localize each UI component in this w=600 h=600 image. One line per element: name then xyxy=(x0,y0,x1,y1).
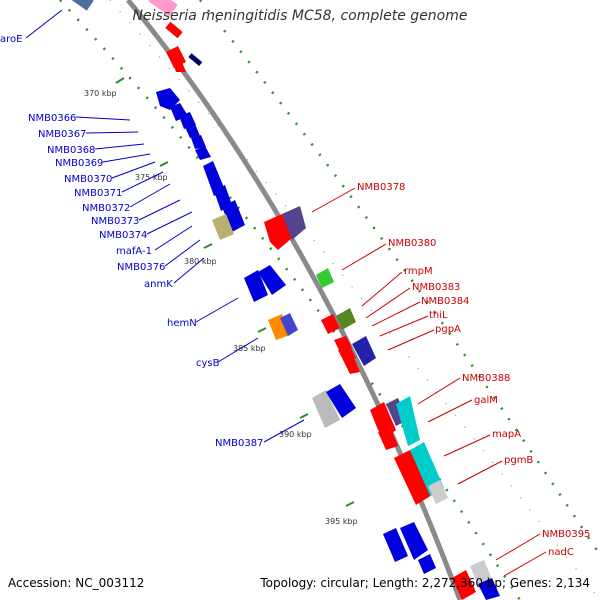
map-title: Neisseria meningitidis MC58, complete ge… xyxy=(132,8,468,24)
gene-label-nmb0395[interactable]: NMB0395 xyxy=(542,529,590,540)
gene-label-nmb0373[interactable]: NMB0373 xyxy=(91,216,139,227)
gene-label-nmb0378[interactable]: NMB0378 xyxy=(357,182,405,193)
gene-label-thiL[interactable]: thiL xyxy=(429,310,448,321)
gene-label-nmb0387[interactable]: NMB0387 xyxy=(215,438,263,449)
gene-feature[interactable] xyxy=(378,426,398,450)
tick-label: 395 kbp xyxy=(325,517,358,526)
scale-ticks: 370 kbp 375 kbp 380 kbp 385 kbp 390 kbp … xyxy=(84,77,358,526)
tick-mark xyxy=(203,243,213,249)
gene-label-aroE[interactable]: aroE xyxy=(0,34,22,45)
gene-feature[interactable] xyxy=(336,308,356,330)
gene-feature[interactable] xyxy=(268,314,290,340)
forward-labels xyxy=(311,187,547,577)
tick-mark xyxy=(345,501,355,507)
gene-feature[interactable] xyxy=(282,206,306,240)
gene-label-nmb0374[interactable]: NMB0374 xyxy=(99,230,147,241)
gene-feature[interactable] xyxy=(394,450,432,505)
gene-label-hemN[interactable]: hemN xyxy=(167,318,197,329)
gene-feature[interactable] xyxy=(418,554,436,574)
gene-label-nmb0376[interactable]: NMB0376 xyxy=(117,262,165,273)
gene-feature[interactable] xyxy=(400,522,428,560)
gene-feature[interactable] xyxy=(174,62,186,72)
gene-label-anmK[interactable]: anmK xyxy=(144,279,173,290)
gene-feature[interactable] xyxy=(258,265,286,295)
reverse-label-texts: aroE NMB0366 NMB0367 NMB0368 NMB0369 NMB… xyxy=(0,34,263,449)
gene-feature[interactable] xyxy=(280,313,298,336)
forward-strand-features xyxy=(148,0,500,600)
accession-text: Accession: NC_003112 xyxy=(8,576,145,590)
gene-label-nadC[interactable]: nadC xyxy=(548,547,574,558)
gene-label-nmb0384[interactable]: NMB0384 xyxy=(421,296,469,307)
inner-dotted-track xyxy=(109,0,600,600)
forward-dotted-track xyxy=(199,0,600,556)
gene-feature[interactable] xyxy=(185,124,200,138)
genome-backbone xyxy=(126,0,463,600)
gene-label-rmpM[interactable]: rmpM xyxy=(404,266,433,277)
gene-label-nmb0367[interactable]: NMB0367 xyxy=(38,129,86,140)
gene-feature[interactable] xyxy=(212,214,234,240)
gene-label-nmb0380[interactable]: NMB0380 xyxy=(388,238,436,249)
gene-feature[interactable] xyxy=(70,0,94,11)
gene-label-pgpA[interactable]: pgpA xyxy=(435,324,461,335)
gene-feature[interactable] xyxy=(338,346,356,362)
outer-dotted-track xyxy=(59,0,522,600)
tick-mark xyxy=(159,161,169,167)
gene-label-nmb0366[interactable]: NMB0366 xyxy=(28,113,76,124)
tick-mark xyxy=(299,413,309,419)
gene-feature[interactable] xyxy=(344,358,360,374)
gene-feature[interactable] xyxy=(321,314,340,334)
gene-label-galM[interactable]: galM xyxy=(474,395,498,406)
gene-feature[interactable] xyxy=(383,528,408,562)
reverse-strand-features xyxy=(70,0,436,574)
gene-feature[interactable] xyxy=(244,270,268,302)
gene-label-mapA[interactable]: mapA xyxy=(492,429,521,440)
gene-feature[interactable] xyxy=(478,578,500,600)
gene-feature[interactable] xyxy=(352,336,376,366)
gene-feature[interactable] xyxy=(148,0,178,17)
gene-feature[interactable] xyxy=(156,88,180,110)
gene-label-cysB[interactable]: cysB xyxy=(196,358,220,369)
tick-label: 390 kbp xyxy=(279,430,312,439)
gene-feature[interactable] xyxy=(452,570,476,600)
gene-feature[interactable] xyxy=(203,161,225,196)
reverse-labels xyxy=(25,9,305,443)
gene-feature[interactable] xyxy=(195,146,211,160)
gene-label-nmb0370[interactable]: NMB0370 xyxy=(64,174,112,185)
gene-feature[interactable] xyxy=(191,135,206,149)
gene-label-nmb0388[interactable]: NMB0388 xyxy=(462,373,510,384)
gene-label-nmb0369[interactable]: NMB0369 xyxy=(55,158,103,169)
gene-feature[interactable] xyxy=(188,53,203,67)
gene-label-nmb0371[interactable]: NMB0371 xyxy=(74,188,122,199)
gene-label-mafA-1[interactable]: mafA-1 xyxy=(116,246,152,257)
gene-label-nmb0368[interactable]: NMB0368 xyxy=(47,145,95,156)
gene-feature[interactable] xyxy=(316,268,334,288)
gene-feature[interactable] xyxy=(264,214,292,250)
gene-feature[interactable] xyxy=(312,390,340,428)
gene-feature[interactable] xyxy=(428,480,448,504)
tick-label: 385 kbp xyxy=(233,344,266,353)
tick-label: 370 kbp xyxy=(84,89,117,98)
tick-mark xyxy=(257,327,267,333)
gene-label-nmb0372[interactable]: NMB0372 xyxy=(82,203,130,214)
gene-feature[interactable] xyxy=(326,384,356,418)
gene-label-pgmB[interactable]: pgmB xyxy=(504,455,533,466)
gene-feature[interactable] xyxy=(179,112,196,129)
topology-text: Topology: circular; Length: 2,272,360 bp… xyxy=(260,576,590,590)
gene-feature[interactable] xyxy=(222,200,245,232)
gene-feature[interactable] xyxy=(396,396,420,446)
tick-mark xyxy=(115,77,125,84)
forward-label-texts: NMB0378 NMB0380 rmpM NMB0383 NMB0384 thi… xyxy=(357,182,590,558)
gene-feature[interactable] xyxy=(165,21,183,39)
gene-label-nmb0383[interactable]: NMB0383 xyxy=(412,282,460,293)
